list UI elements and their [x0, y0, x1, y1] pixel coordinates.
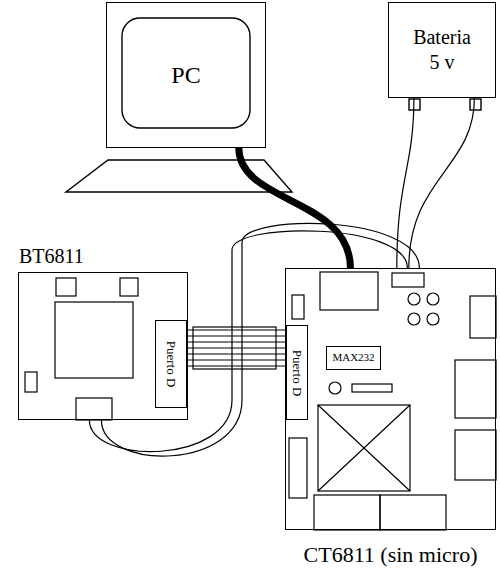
ribbon-wire [187, 348, 286, 349]
port-label: Puerto D [291, 349, 304, 396]
ribbon-wire [187, 360, 286, 361]
component [408, 313, 420, 325]
battery-terminals [409, 99, 481, 110]
component [289, 438, 307, 498]
chip-box: MAX232 [326, 346, 381, 370]
ribbon-wire [187, 354, 286, 355]
microcontroller [55, 302, 133, 378]
component [427, 293, 439, 305]
battery-terminal [470, 99, 481, 110]
component [120, 278, 138, 296]
board: BT6811Puerto D [18, 272, 188, 420]
monitor-screen [122, 18, 250, 128]
power-connector [76, 398, 112, 420]
pc-illustration [66, 18, 292, 192]
ribbon-cable [187, 327, 286, 369]
node-label: PC [171, 60, 200, 90]
power-wire [409, 98, 475, 268]
serial-cable [239, 148, 351, 268]
socket-cross [318, 405, 410, 491]
component [408, 293, 420, 305]
node-label: MAX232 [332, 351, 374, 365]
ct6811-components [289, 272, 496, 530]
serial-connector [320, 272, 378, 310]
component [329, 382, 341, 394]
power-wire [89, 231, 407, 452]
board-name: BT6811 [19, 244, 84, 269]
port-connector: Puerto D [286, 325, 308, 420]
component [292, 295, 304, 319]
component [470, 296, 496, 338]
power-wire [101, 223, 419, 456]
battery-box: Bateria 5 v [388, 2, 496, 98]
ribbon-wire [187, 330, 286, 331]
component [314, 495, 380, 530]
board: CT6811 (sin micro)Puerto DMAX232 [285, 268, 496, 530]
ribbon-sheath [193, 327, 276, 369]
component [352, 384, 392, 392]
pc-monitor: PC [106, 2, 266, 148]
empty-socket [318, 405, 410, 491]
node-label: Bateria 5 v [407, 25, 477, 75]
power-wires [397, 98, 475, 268]
bt6811-components [25, 278, 138, 420]
serial-cable [239, 148, 351, 268]
component [427, 313, 439, 325]
board-name: CT6811 (sin micro) [286, 541, 495, 569]
component [455, 360, 496, 418]
component [25, 372, 37, 392]
socket-cross [318, 405, 410, 491]
ribbon-wire [187, 342, 286, 343]
port-label: Puerto D [165, 341, 178, 388]
ribbon-wire [187, 366, 286, 367]
power-connector [392, 273, 424, 287]
component [56, 278, 76, 296]
power-wires [89, 223, 419, 456]
component [455, 430, 496, 480]
port-connector: Puerto D [155, 320, 187, 408]
component [380, 495, 446, 530]
keyboard [66, 160, 292, 192]
ribbon-wire [187, 336, 286, 337]
